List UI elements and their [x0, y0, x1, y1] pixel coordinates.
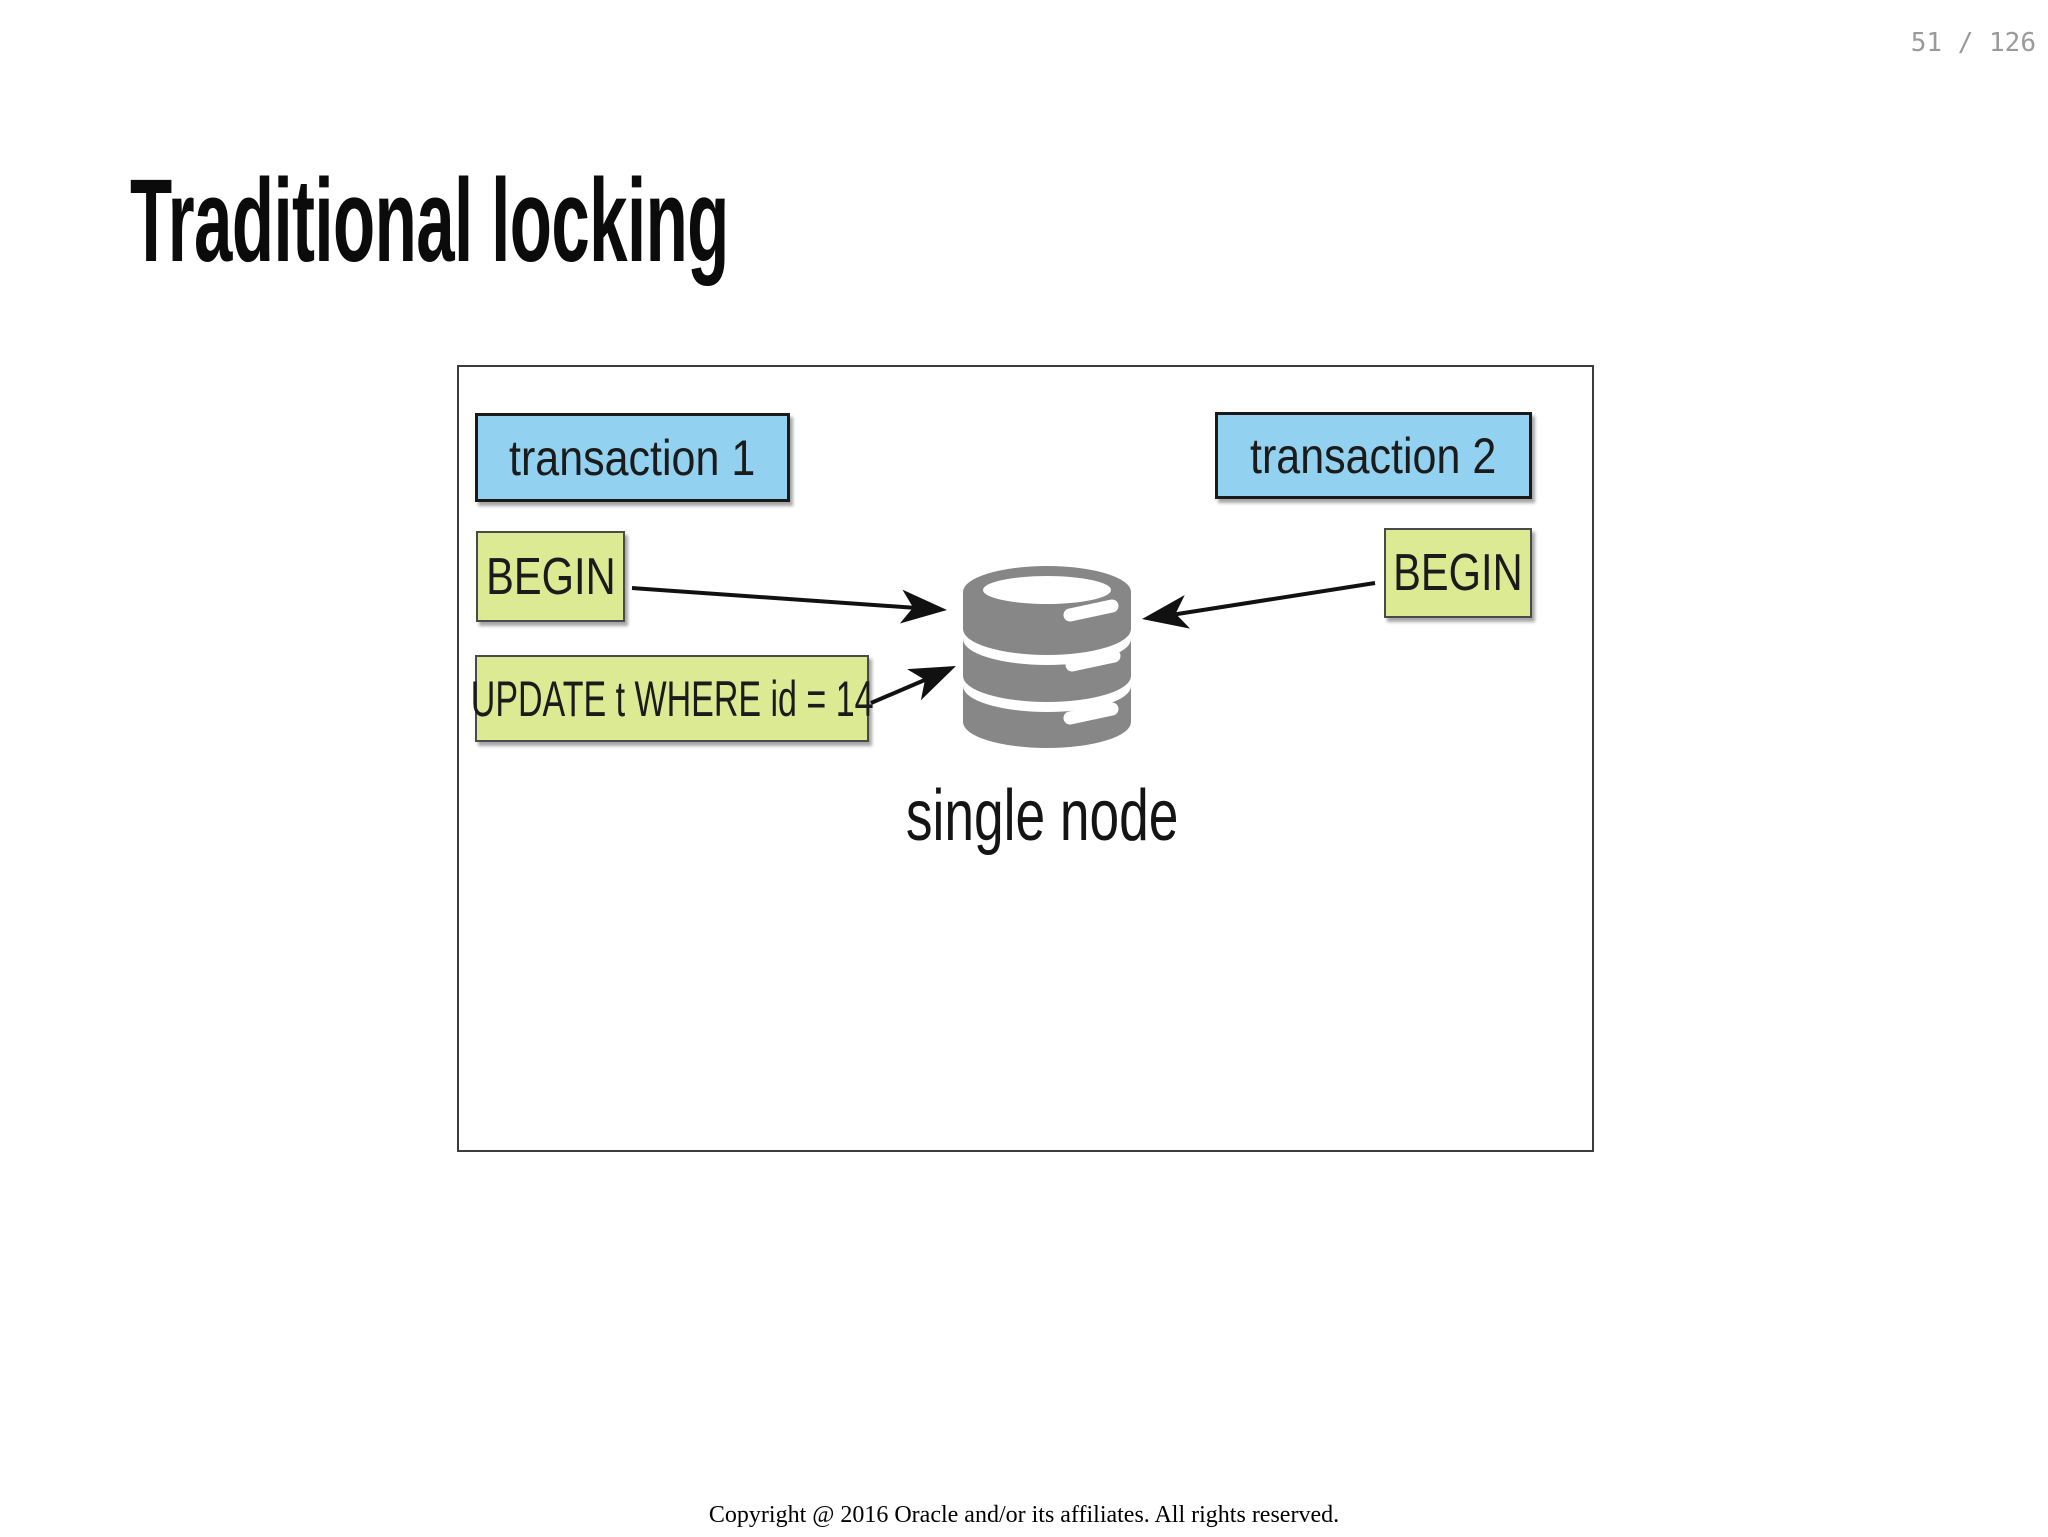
- transaction1-label: transaction 1: [509, 429, 756, 486]
- diagram-frame: transaction 1 transaction 2 BEGIN BEGIN …: [457, 365, 1594, 1152]
- transaction2-box: transaction 2: [1215, 412, 1532, 499]
- arrow-update-to-db: [870, 666, 956, 705]
- page-counter: 51 / 126: [1910, 28, 2036, 58]
- database-icon: [963, 566, 1131, 748]
- update-statement-box: UPDATE t WHERE id = 14: [471, 655, 873, 742]
- page-title-text: Traditional locking: [130, 155, 729, 287]
- single-node-label-wrap: single node: [892, 779, 1192, 853]
- begin-right-box: BEGIN: [1384, 528, 1532, 618]
- diagram-arrows: [631, 581, 1376, 705]
- copyright-footer: Copyright @ 2016 Oracle and/or its affil…: [708, 1502, 1340, 1528]
- arrow-begin-left-to-db: [631, 586, 947, 624]
- arrow-begin-right-to-db: [1142, 581, 1376, 629]
- update-statement-label: UPDATE t WHERE id = 14: [470, 670, 874, 727]
- single-node-label: single node: [905, 776, 1179, 856]
- page-title: Traditional locking: [130, 162, 1153, 280]
- transaction2-label: transaction 2: [1250, 427, 1497, 484]
- transaction1-box: transaction 1: [475, 413, 790, 502]
- begin-right-label: BEGIN: [1393, 544, 1523, 602]
- begin-left-label: BEGIN: [485, 547, 616, 606]
- begin-left-box: BEGIN: [476, 531, 625, 622]
